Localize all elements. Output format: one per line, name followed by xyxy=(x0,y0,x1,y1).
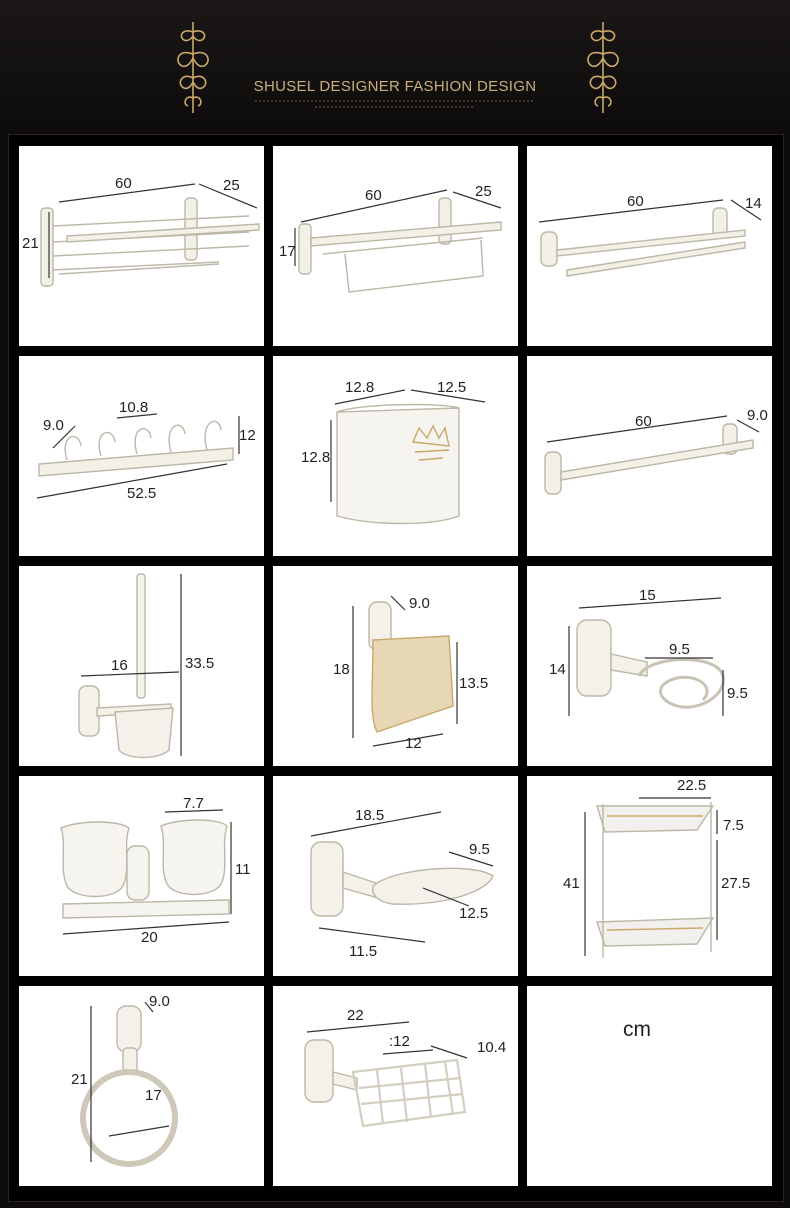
dim-width: 60 xyxy=(115,175,132,192)
dim-length: 15 xyxy=(639,587,656,604)
dim-width: 22.5 xyxy=(677,777,707,794)
dim-dish-width: 12.5 xyxy=(459,905,489,922)
double-tumbler-holder-icon xyxy=(60,809,232,935)
dim-width: 60 xyxy=(627,193,644,210)
left-floral-ornament-icon xyxy=(177,22,209,113)
dim-ring-diameter: 9.5 xyxy=(669,641,690,658)
dim-basket-depth: 10.4 xyxy=(477,1039,507,1056)
dim-width: 60 xyxy=(365,187,382,204)
product-cell-corner-shelf: 22.5 7.5 41 27.5 xyxy=(527,776,772,976)
dim-length: 18.5 xyxy=(355,807,385,824)
soap-dish-icon xyxy=(310,811,494,943)
product-cell-hair-dryer-holder: 15 14 9.5 9.5 xyxy=(527,566,772,766)
unit-label: cm xyxy=(623,1018,651,1041)
dim-width: 12.8 xyxy=(345,379,375,396)
dim-ring-height: 9.5 xyxy=(727,685,748,702)
dim-width: 60 xyxy=(635,413,652,430)
dim-basket-width: :12 xyxy=(389,1033,410,1050)
product-cell-unit: cm xyxy=(527,986,772,1186)
hair-dryer-holder-icon xyxy=(568,597,725,716)
dim-ring-diameter: 17 xyxy=(145,1087,162,1104)
dim-dish-depth: 9.5 xyxy=(469,841,490,858)
corner-shelf-icon xyxy=(584,797,718,958)
paper-holder-icon xyxy=(352,595,458,747)
dim-hook-spacing: 10.8 xyxy=(119,399,149,416)
dim-projection: 11.5 xyxy=(349,943,378,960)
right-floral-ornament-icon xyxy=(587,22,619,113)
dim-width: 16 xyxy=(111,657,128,674)
page-title: SHUSEL DESIGNER FASHION DESIGN xyxy=(253,78,537,95)
product-cell-folding-towel-rack-2: 60 25 17 xyxy=(273,146,518,346)
dim-width: 12 xyxy=(405,735,422,752)
product-cell-toilet-brush-holder: 16 33.5 xyxy=(19,566,264,766)
dim-cup-diameter: 7.7 xyxy=(183,795,204,812)
dim-depth: 9.0 xyxy=(747,407,768,424)
folding-towel-rack-icon xyxy=(40,183,260,287)
header-decorative-rule xyxy=(255,100,535,108)
product-cell-robe-hook-rail: 9.0 10.8 12 52.5 xyxy=(19,356,264,556)
dim-height: 11 xyxy=(235,861,251,878)
dim-hook-depth: 9.0 xyxy=(43,417,64,434)
toilet-paper-box-icon xyxy=(330,389,486,525)
product-cell-paper-holder: 9.0 18 13.5 12 xyxy=(273,566,518,766)
dim-height: 14 xyxy=(549,661,566,678)
dim-height: 41 xyxy=(563,875,580,892)
dim-length: 52.5 xyxy=(127,485,157,502)
dim-height: 12.8 xyxy=(301,449,331,466)
soap-basket-icon xyxy=(304,1021,468,1128)
dim-rail-height: 7.5 xyxy=(723,817,744,834)
dim-depth: 9.0 xyxy=(409,595,430,612)
dim-height: 33.5 xyxy=(185,655,215,672)
dim-depth: 25 xyxy=(223,177,240,194)
header-banner: SHUSEL DESIGNER FASHION DESIGN xyxy=(0,0,790,134)
product-cell-towel-ring: 9.0 21 17 xyxy=(19,986,264,1186)
dim-height: 21 xyxy=(22,235,39,252)
single-towel-bar-icon xyxy=(544,415,760,495)
toilet-brush-holder-icon xyxy=(78,573,182,759)
product-cell-double-tumbler-holder: 7.7 11 20 xyxy=(19,776,264,976)
folding-towel-rack-icon xyxy=(294,189,502,293)
product-cell-soap-dish: 18.5 9.5 12.5 11.5 xyxy=(273,776,518,976)
dim-height: 18 xyxy=(333,661,350,678)
dim-depth: 25 xyxy=(475,183,492,200)
product-cell-double-towel-bar: 60 14 xyxy=(527,146,772,346)
towel-ring-icon xyxy=(80,1001,178,1167)
dim-width: 20 xyxy=(141,929,158,946)
dim-shelf-spacing: 27.5 xyxy=(721,875,751,892)
dim-height: 21 xyxy=(71,1071,88,1088)
dim-depth: 12.5 xyxy=(437,379,467,396)
double-towel-bar-icon xyxy=(538,199,762,277)
product-cell-toilet-paper-box: 12.8 12.5 12.8 xyxy=(273,356,518,556)
dim-depth: 14 xyxy=(745,195,762,212)
product-cell-single-towel-bar: 60 9.0 xyxy=(527,356,772,556)
dim-length: 22 xyxy=(347,1007,364,1024)
dim-height: 12 xyxy=(239,427,256,444)
dim-height: 17 xyxy=(279,243,296,260)
robe-hook-rail-icon xyxy=(36,413,240,499)
dim-plate-height: 13.5 xyxy=(459,675,489,692)
product-cell-folding-towel-rack-1: 60 25 21 xyxy=(19,146,264,346)
product-cell-soap-basket: 22 :12 10.4 xyxy=(273,986,518,1186)
dim-depth: 9.0 xyxy=(149,993,170,1010)
